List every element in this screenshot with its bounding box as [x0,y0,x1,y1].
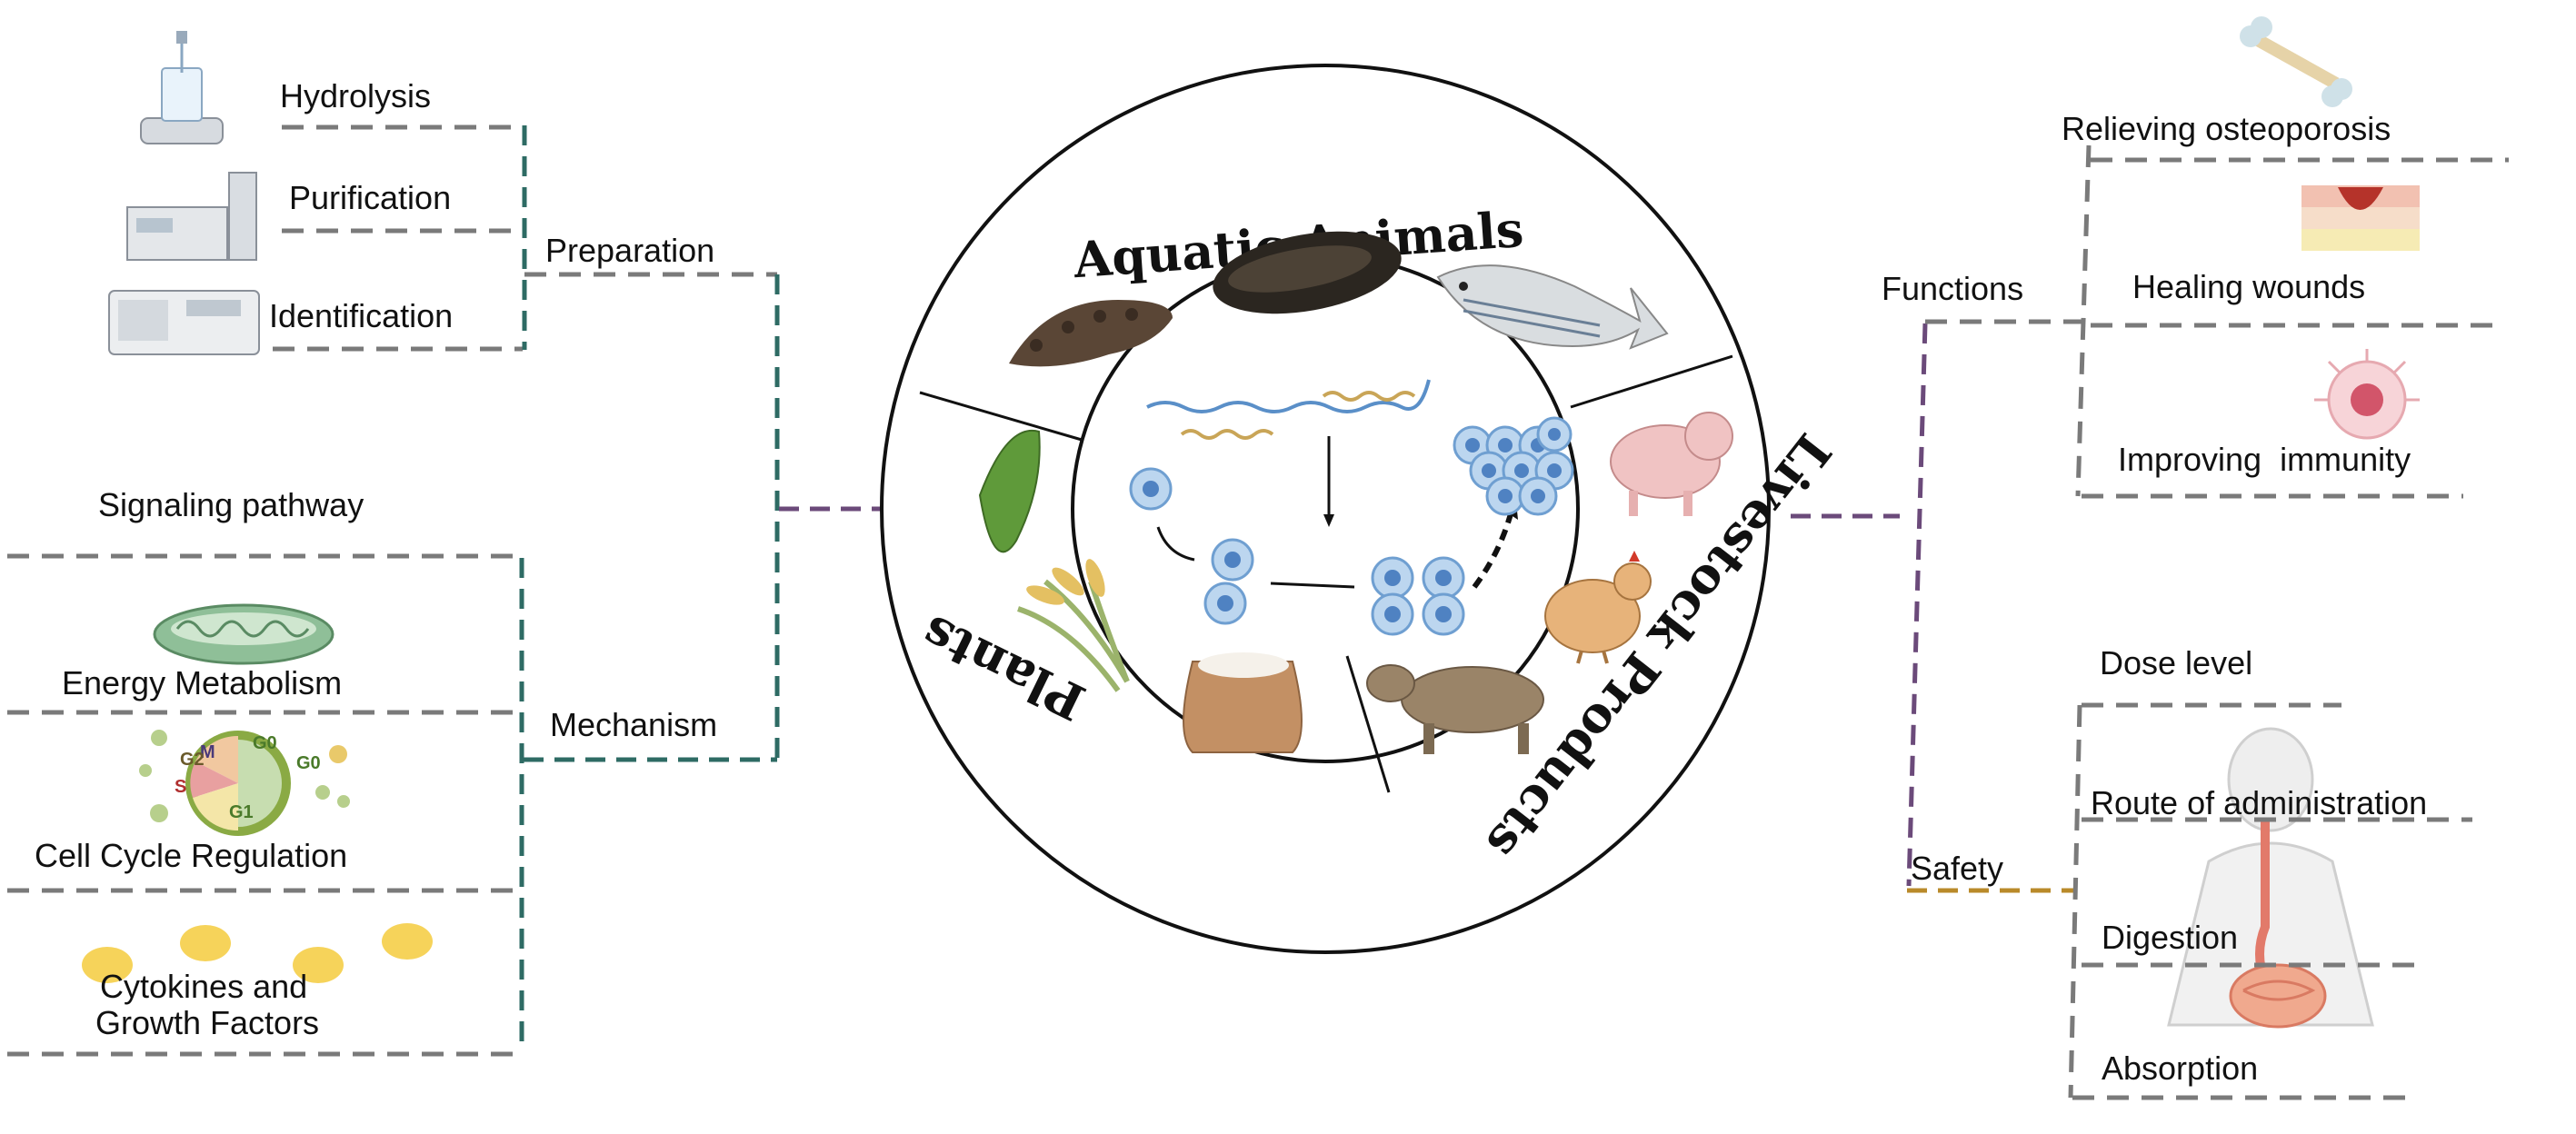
route-of-administration-label: Route of administration [2091,784,2427,821]
signaling-pathway-heading: Signaling pathway [98,486,364,523]
purification-label: Purification [289,179,451,216]
sea-cucumber-icon [1009,300,1173,367]
human-digestive-system-icon [2167,727,2374,1029]
wheat-icon [1017,559,1130,692]
cow-icon [1366,664,1544,754]
divider-bottom [1345,655,1391,793]
digestion-label: Digestion [2102,919,2238,956]
growth-factor-dots-icon [82,923,433,983]
hydrolysis-label: Hydrolysis [280,77,431,114]
magnetic-stirrer-icon [140,31,224,144]
cytokines-label-line2: Growth Factors [95,1004,319,1041]
phase-s: S [175,777,186,797]
safety-label: Safety [1911,850,2003,887]
absorption-label: Absorption [2102,1049,2258,1087]
chicken-icon [1544,551,1652,664]
pig-icon [1610,412,1733,516]
mechanism-label: Mechanism [550,706,717,743]
cell-cycle-regulation-label: Cell Cycle Regulation [35,837,347,874]
energy-metabolism-label: Energy Metabolism [62,664,342,701]
preparation-label: Preparation [545,232,714,269]
cell-proliferation-icon [1129,416,1574,636]
bean-pod-icon [978,429,1041,553]
healing-wounds-label: Healing wounds [2132,268,2365,305]
functions-branch: Functions Relieving osteoporosis Healing… [1882,16,2509,499]
identification-label: Identification [269,297,453,334]
phase-g2: G2 [180,750,205,770]
cytokines-label-line1: Cytokines and [100,968,307,1005]
skin-wound-icon [2301,185,2420,251]
mitochondrion-icon [153,603,334,665]
dose-level-label: Dose level [2100,644,2252,681]
relieving-osteoporosis-label: Relieving osteoporosis [2062,110,2391,147]
functions-bracket [2075,144,2092,497]
preparation-branch: Hydrolysis Purification Identification P… [108,31,777,355]
flour-sack-icon [1183,652,1303,753]
mussel-icon [1213,231,1402,314]
mass-spectrometer-icon [108,290,260,355]
safety-bracket [2068,704,2082,1099]
phase-m: M [200,742,215,762]
bone-icon [2240,16,2352,107]
divider-right [1570,354,1733,409]
cell-cycle-icon: G0 M G2 G0 S G1 [139,730,350,836]
fish-icon [1436,264,1669,350]
improving-immunity-label: Improving immunity [2118,441,2411,478]
phase-g1: G1 [229,802,254,822]
phase-g0-right: G0 [296,753,321,773]
peptide-chain-icon [1146,379,1431,440]
mechanism-branch: Signaling pathway Energy Metabolism G0 M… [7,486,777,1057]
divider-left [919,391,1083,442]
phase-g0-top: G0 [253,733,277,753]
right-trunk [1906,323,1928,887]
chromatography-instrument-icon [126,172,257,261]
source-wheel: Aquatic Animals Plants Livestock Product… [880,64,1842,954]
safety-branch: Safety Dose level Route of administratio… [1907,644,2472,1100]
immune-cell-icon [2314,349,2420,440]
functions-label: Functions [1882,270,2023,307]
